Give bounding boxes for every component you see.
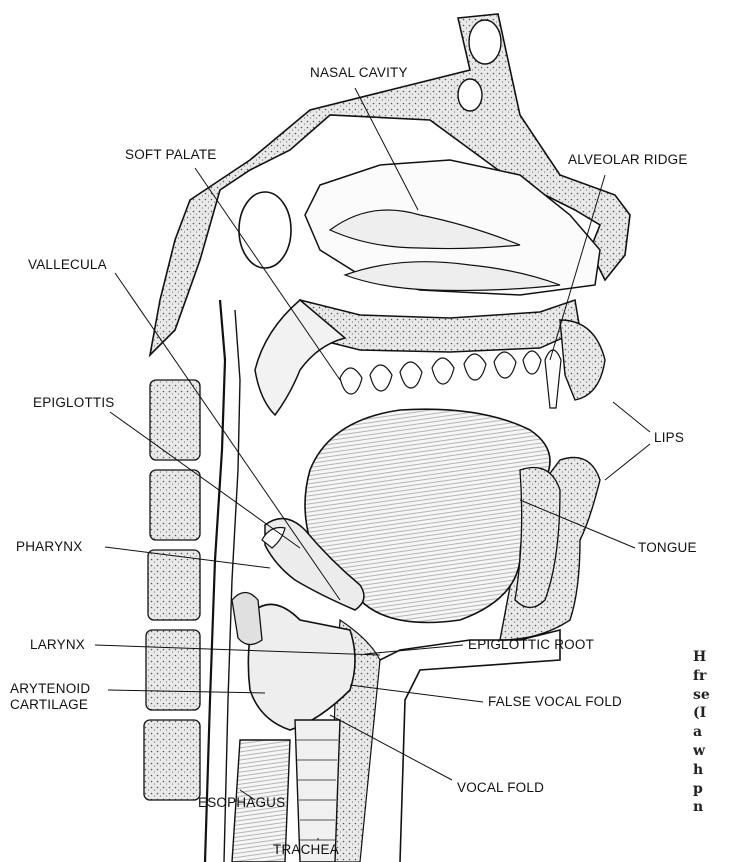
label-soft-palate: SOFT PALATE (125, 147, 216, 163)
sphenoid-sinus-shape (239, 192, 291, 268)
trachea-shape (295, 720, 340, 862)
label-alveolar-ridge: ALVEOLAR RIDGE (568, 152, 688, 168)
caption-line: n (693, 798, 731, 817)
arytenoid-shape (232, 593, 262, 645)
caption-line: w (693, 742, 731, 761)
leader-epiglottis (110, 412, 300, 548)
caption-line: fr (693, 667, 731, 686)
caption-line: H (693, 648, 731, 667)
label-arytenoid-cartilage: ARYTENOID CARTILAGE (10, 681, 120, 713)
label-nasal-cavity: NASAL CAVITY (310, 65, 408, 81)
label-vocal-fold: VOCAL FOLD (457, 780, 544, 796)
upper-lip-shape (560, 320, 605, 400)
label-lips: LIPS (654, 430, 684, 446)
hard-palate-shape (300, 300, 580, 352)
caption-line: a (693, 723, 731, 742)
vertebra-shape (150, 470, 200, 540)
leader-lips-1 (613, 402, 650, 432)
leader-epiglottic-root (365, 645, 463, 654)
neck-front-outline (380, 630, 560, 862)
label-epiglottic-root: EPIGLOTTIC ROOT (468, 637, 594, 653)
label-false-vocal-fold: FALSE VOCAL FOLD (488, 694, 622, 710)
upper-teeth (340, 350, 561, 408)
vertebra-shape (148, 550, 200, 620)
cropped-caption: H fr se (I a w h p n (693, 648, 731, 817)
label-tongue: TONGUE (638, 540, 697, 556)
label-vallecula: VALLECULA (28, 257, 107, 273)
caption-line: se (693, 686, 731, 705)
sinus-shape (469, 20, 501, 64)
caption-line: p (693, 780, 731, 799)
pharyngeal-wall (205, 300, 225, 862)
caption-line: h (693, 761, 731, 780)
label-larynx: LARYNX (30, 637, 85, 653)
sinus-shape (458, 79, 482, 111)
caption-line: (I (693, 704, 731, 723)
label-trachea: TRACHEA (273, 842, 339, 858)
leader-lips-2 (605, 444, 650, 480)
label-epiglottis: EPIGLOTTIS (33, 395, 115, 411)
vertebra-shape (144, 720, 200, 800)
label-esophagus: ESOPHAGUS (198, 795, 285, 811)
vertebra-shape (146, 630, 200, 710)
label-pharynx: PHARYNX (16, 539, 82, 555)
vertebra-shape (150, 380, 200, 460)
